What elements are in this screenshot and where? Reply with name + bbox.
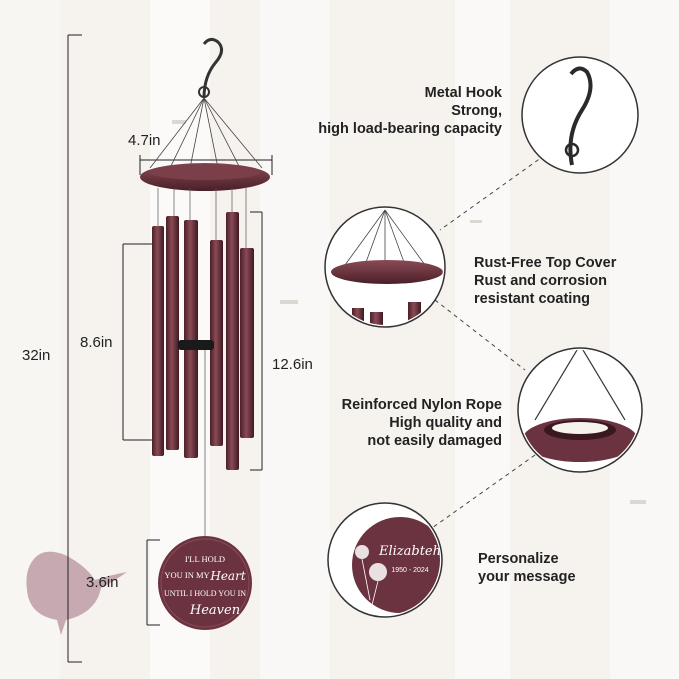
dim-total: 32in	[22, 347, 51, 364]
feature-rope: Reinforced Nylon Rope High quality and n…	[300, 396, 502, 450]
feature-personalize-desc1: your message	[478, 569, 576, 585]
pendant-line-2: YOU IN MY	[164, 570, 209, 580]
feature-hook-desc1: Strong,	[451, 103, 502, 119]
feature-cover-desc2: resistant coating	[474, 291, 591, 307]
sample-name-text: Elizabteh	[378, 544, 441, 559]
connector-lines	[431, 154, 546, 529]
pendant-heaven-script: Heaven	[189, 603, 240, 618]
feature-hook-desc2: high load-bearing capacity	[318, 121, 502, 137]
feature-hook-title: Metal Hook	[424, 85, 502, 101]
feature-rope-desc1: High quality and	[389, 415, 502, 431]
pendant-line-1: I'LL HOLD	[185, 554, 225, 564]
dim-pendant: 3.6in	[86, 574, 119, 591]
detail-rope	[517, 347, 643, 473]
pendant-line-3: UNTIL I HOLD YOU IN	[164, 589, 246, 598]
hook-icon	[202, 37, 223, 99]
feature-personalize: Personalize your message	[478, 550, 668, 586]
pendant-heart-script: Heart	[209, 569, 245, 583]
feature-rope-title: Reinforced Nylon Rope	[341, 397, 502, 413]
dim-tube-long: 12.6in	[272, 356, 313, 373]
feature-top-cover: Rust-Free Top Cover Rust and corrosion r…	[474, 254, 674, 308]
dimension-lines	[67, 34, 273, 663]
feature-rope-desc2: not easily damaged	[367, 433, 502, 449]
hanging-ropes	[149, 97, 263, 169]
wind-chime: I'LL HOLD YOU IN MY Heart UNTIL I HOLD Y…	[140, 37, 270, 630]
detail-top-cover	[324, 206, 446, 328]
memorial-pendant	[158, 536, 252, 630]
sample-years-text: 1950 - 2024	[391, 567, 428, 574]
striker	[178, 340, 214, 350]
dim-tube-mid: 8.6in	[80, 334, 113, 351]
feature-cover-title: Rust-Free Top Cover	[474, 255, 617, 271]
feature-cover-desc1: Rust and corrosion	[474, 273, 607, 289]
detail-hook	[521, 56, 639, 174]
chime-tubes	[152, 212, 254, 470]
feature-hook: Metal Hook Strong, high load-bearing cap…	[290, 84, 502, 138]
feature-personalize-title: Personalize	[478, 551, 559, 567]
bird-silhouette-icon	[26, 551, 127, 635]
dim-width-top: 4.7in	[128, 132, 161, 149]
detail-pendant: Elizabteh 1950 - 2024	[327, 502, 443, 618]
